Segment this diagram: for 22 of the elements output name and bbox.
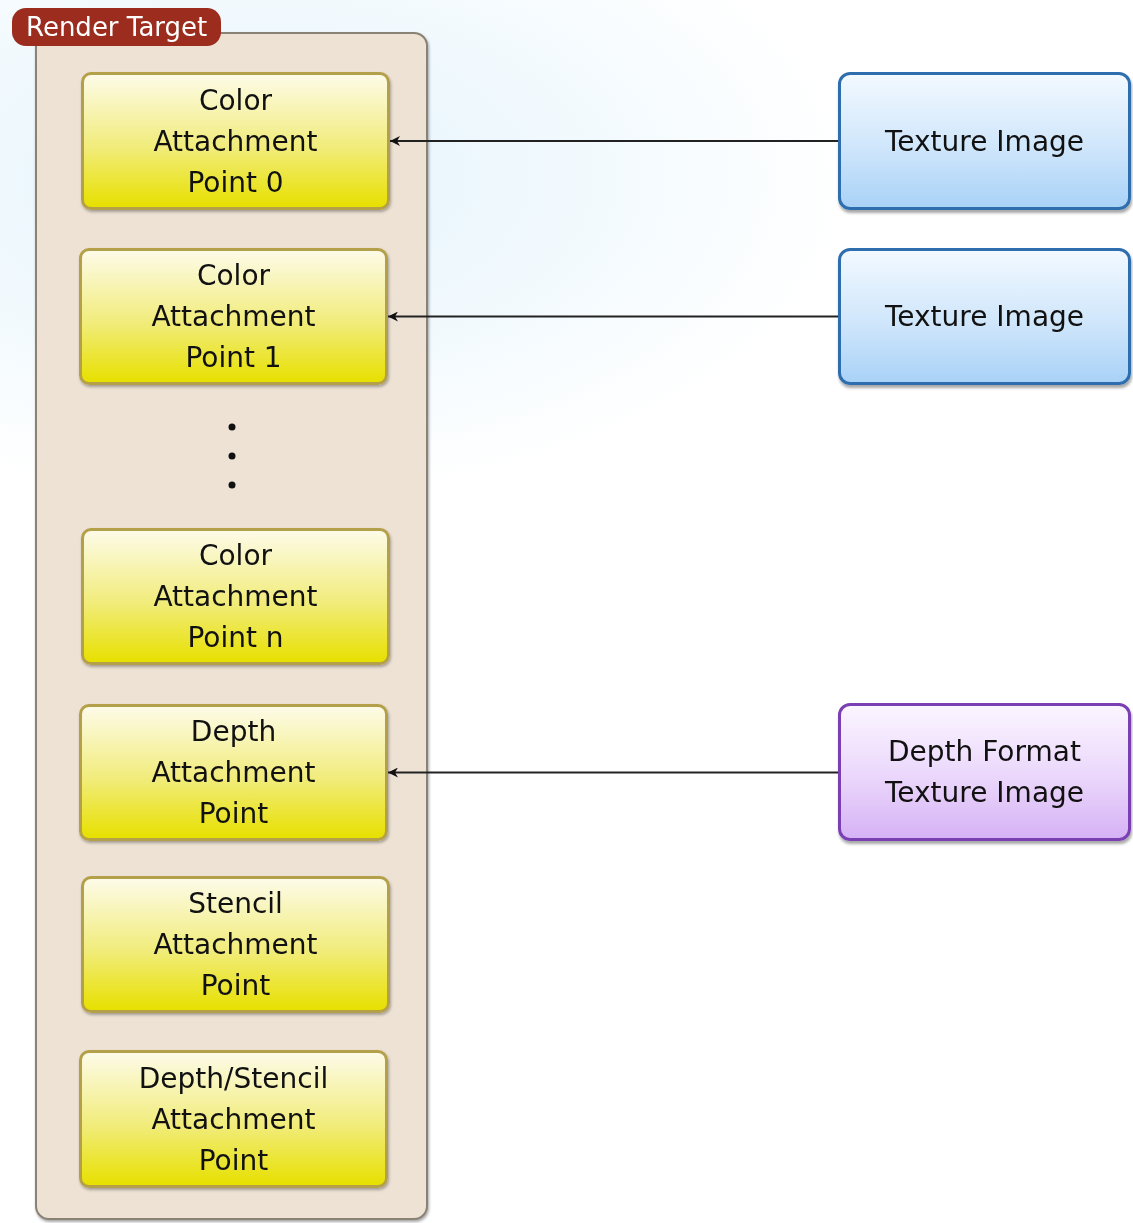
attachment-box	[81, 876, 390, 1013]
node-label: Color Attachment Point 0	[152, 82, 319, 201]
heading-tab: Render Target	[12, 8, 222, 46]
node-label: Texture Image	[883, 299, 1086, 335]
attachment-box	[79, 248, 388, 385]
arrow	[387, 767, 839, 778]
node-label: Color Attachment Point 1	[150, 258, 317, 376]
attachment-box	[79, 704, 388, 841]
attachment-box	[79, 1050, 388, 1188]
arrow	[387, 311, 839, 322]
node-label: Depth/Stencil Attachment Point	[137, 1060, 330, 1179]
attachment-box	[81, 72, 390, 210]
texture-box	[838, 703, 1131, 841]
node-label: Stencil Attachment Point	[152, 886, 319, 1004]
arrow	[389, 136, 839, 146]
node-label: Color Attachment Point n	[152, 538, 319, 656]
texture-box	[838, 72, 1131, 210]
node-label: Depth Attachment Point	[150, 714, 317, 832]
node-label: Texture Image	[883, 123, 1086, 160]
node-label: Depth Format Texture Image	[883, 734, 1086, 811]
attachment-box	[81, 528, 390, 665]
texture-box	[838, 248, 1131, 385]
